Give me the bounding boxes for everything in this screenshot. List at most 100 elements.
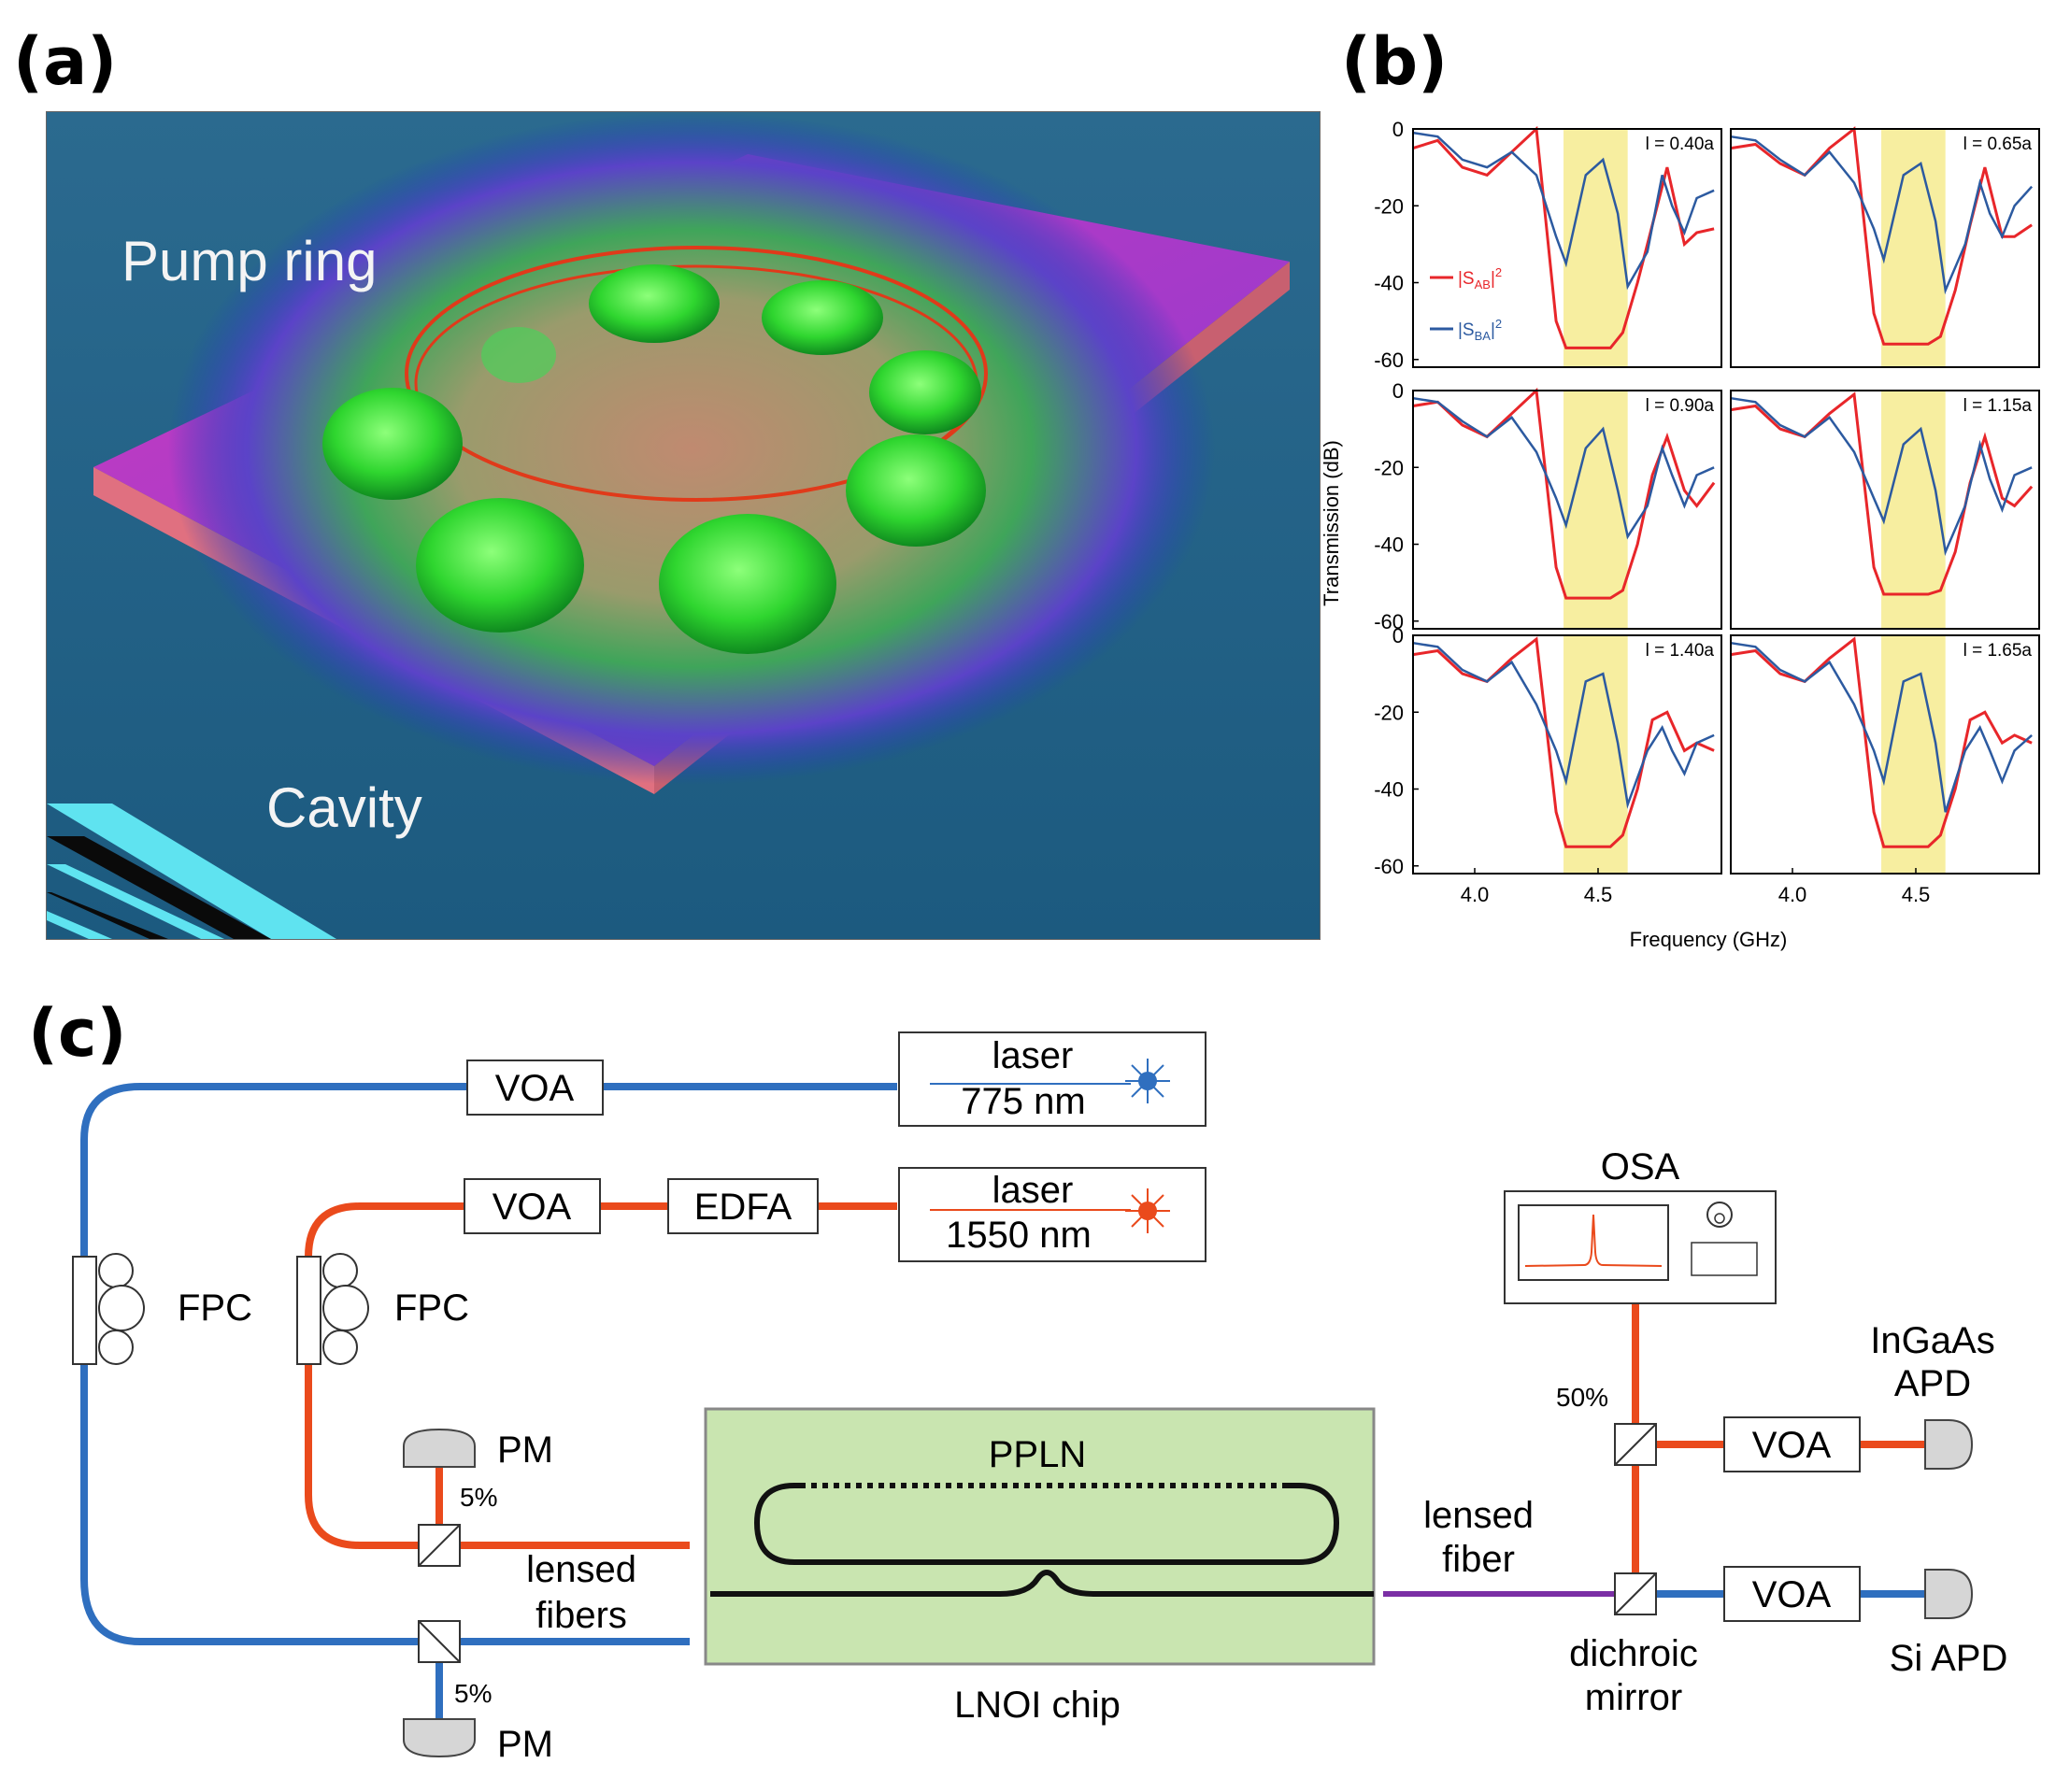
shaded-band — [1563, 635, 1628, 874]
subplot-label: l = 0.90a — [1646, 396, 1715, 416]
series-sab-line — [1412, 125, 1715, 349]
subplot-label: l = 0.65a — [1963, 135, 2033, 154]
subplot-frame — [1412, 390, 1722, 630]
panel-c-schematic: laser 775 nm laser 1550 nm VOA VOA EDFA … — [72, 1031, 2008, 1765]
shaded-band — [1881, 391, 1946, 629]
laser-1550-line2: 1550 nm — [946, 1215, 1092, 1256]
osa-spectrum-icon — [1524, 1214, 1663, 1267]
lnoi-chip — [704, 1407, 1376, 1666]
panel-label-c: (c) — [28, 995, 126, 1072]
voa-ingaas-box — [1723, 1416, 1861, 1472]
y-tick-label: -60 — [1374, 610, 1404, 633]
voa-blue-box — [466, 1060, 604, 1116]
splitter-50 — [1614, 1423, 1657, 1466]
laser-1550-line1: laser — [992, 1170, 1074, 1211]
voa-si-label: VOA — [1752, 1574, 1832, 1615]
fpc-blue-label: FPC — [178, 1287, 252, 1329]
dichroic-mirror — [1614, 1572, 1657, 1615]
pct50-label: 50% — [1556, 1383, 1608, 1412]
si-apd-label: Si APD — [1890, 1638, 2008, 1679]
y-tick-label: -20 — [1374, 456, 1404, 479]
legend-sab-sub: AB — [1475, 277, 1491, 292]
panel-label-a: (a) — [13, 23, 117, 100]
edfa-box — [667, 1178, 819, 1234]
panel-a-illustration: Pump ring Cavity — [46, 111, 1321, 940]
fpc-blue-device — [72, 1253, 145, 1365]
lensed-fiber-line2: fiber — [1442, 1539, 1515, 1580]
lensed-fiber-line1: lensed — [1423, 1495, 1534, 1536]
voa-ingaas-label: VOA — [1752, 1425, 1832, 1466]
pm-bottom-icon — [403, 1718, 476, 1758]
series-sba-line — [1730, 135, 2034, 295]
pm-bottom-label: PM — [497, 1724, 553, 1765]
ingaas-label-line2: APD — [1894, 1363, 1971, 1404]
racetrack-ring — [753, 1483, 1340, 1565]
lensed-fibers-line2: fibers — [535, 1595, 627, 1636]
pm-top-icon — [403, 1428, 476, 1468]
y-tick-label: -60 — [1374, 855, 1404, 878]
fpc-red-device — [296, 1253, 369, 1365]
splitter-blue — [418, 1620, 461, 1663]
subplot-frame — [1730, 128, 2040, 368]
field-lobes — [322, 264, 986, 654]
ingaas-label-line1: InGaAs — [1870, 1320, 1994, 1361]
osa-device — [1504, 1190, 1777, 1304]
y-tick-label: 0 — [1392, 118, 1404, 141]
splitter-red — [418, 1524, 461, 1567]
y-axis-title: Transmission (dB) — [1320, 440, 1343, 606]
ingaas-apd-icon — [1924, 1419, 1974, 1470]
field-glow — [168, 112, 1215, 785]
chart-legend: |SAB|2 |SBA|2 — [1430, 265, 1502, 343]
subplot-4: l = 1.15a — [1730, 390, 2040, 630]
y-tick-label: 0 — [1392, 624, 1404, 647]
subplot-label: l = 1.65a — [1963, 641, 2033, 661]
series-sba-line — [1412, 396, 1715, 540]
pm-top-label: PM — [497, 1429, 553, 1471]
laser-1550-box: laser 1550 nm — [898, 1167, 1206, 1262]
pump-ring-label: Pump ring — [121, 230, 377, 292]
shaded-band — [1881, 129, 1946, 367]
series-sba-line — [1412, 131, 1715, 291]
lensed-fibers-line1: lensed — [526, 1549, 636, 1590]
laser-775-line1: laser — [992, 1035, 1074, 1076]
si-apd-icon — [1924, 1569, 1974, 1619]
chip-label: LNOI chip — [954, 1685, 1121, 1726]
x-tick-label: 4.0 — [1778, 883, 1807, 906]
subplot-label: l = 1.15a — [1963, 396, 2033, 416]
x-tick-label: 4.0 — [1461, 883, 1490, 906]
legend-sba: |S — [1458, 320, 1475, 340]
x-tick-label: 4.5 — [1584, 883, 1613, 906]
fpc-red-label: FPC — [394, 1287, 469, 1329]
legend-sba-sup: 2 — [1495, 317, 1502, 331]
shaded-band — [1563, 391, 1628, 629]
y-tick-label: -40 — [1374, 778, 1404, 802]
svg-text:|SAB|2: |SAB|2 — [1458, 265, 1502, 292]
red-fiber-main — [305, 1202, 897, 1549]
pct5-top: 5% — [460, 1483, 497, 1512]
subplot-frame — [1730, 634, 2040, 875]
shaded-band — [1881, 635, 1946, 874]
subplot-6: l = 1.65a 4.0 4.5 — [1730, 634, 2040, 906]
cavity-label: Cavity — [266, 776, 422, 839]
laser-775-box: laser 775 nm — [898, 1031, 1206, 1127]
subplot-label: l = 1.40a — [1646, 641, 1715, 661]
series-sba-line — [1730, 396, 2033, 557]
dichroic-label-line1: dichroic — [1569, 1633, 1698, 1674]
x-tick-label: 4.5 — [1902, 883, 1931, 906]
y-tick-label: -40 — [1374, 272, 1404, 295]
osa-label: OSA — [1601, 1146, 1680, 1188]
ppln-label: PPLN — [989, 1434, 1087, 1475]
bus-waveguide — [710, 1570, 1374, 1597]
x-axis-title: Frequency (GHz) — [1630, 928, 1788, 951]
series-sba-line — [1412, 641, 1715, 809]
subplot-2: l = 0.65a — [1730, 126, 2040, 368]
y-tick-label: -20 — [1374, 194, 1404, 218]
dichroic-label-line2: mirror — [1585, 1677, 1682, 1718]
subplot-frame — [1412, 128, 1722, 368]
pct5-bottom: 5% — [454, 1679, 492, 1708]
edfa-label: EDFA — [694, 1187, 792, 1228]
osa-knob-icon — [1706, 1202, 1733, 1228]
